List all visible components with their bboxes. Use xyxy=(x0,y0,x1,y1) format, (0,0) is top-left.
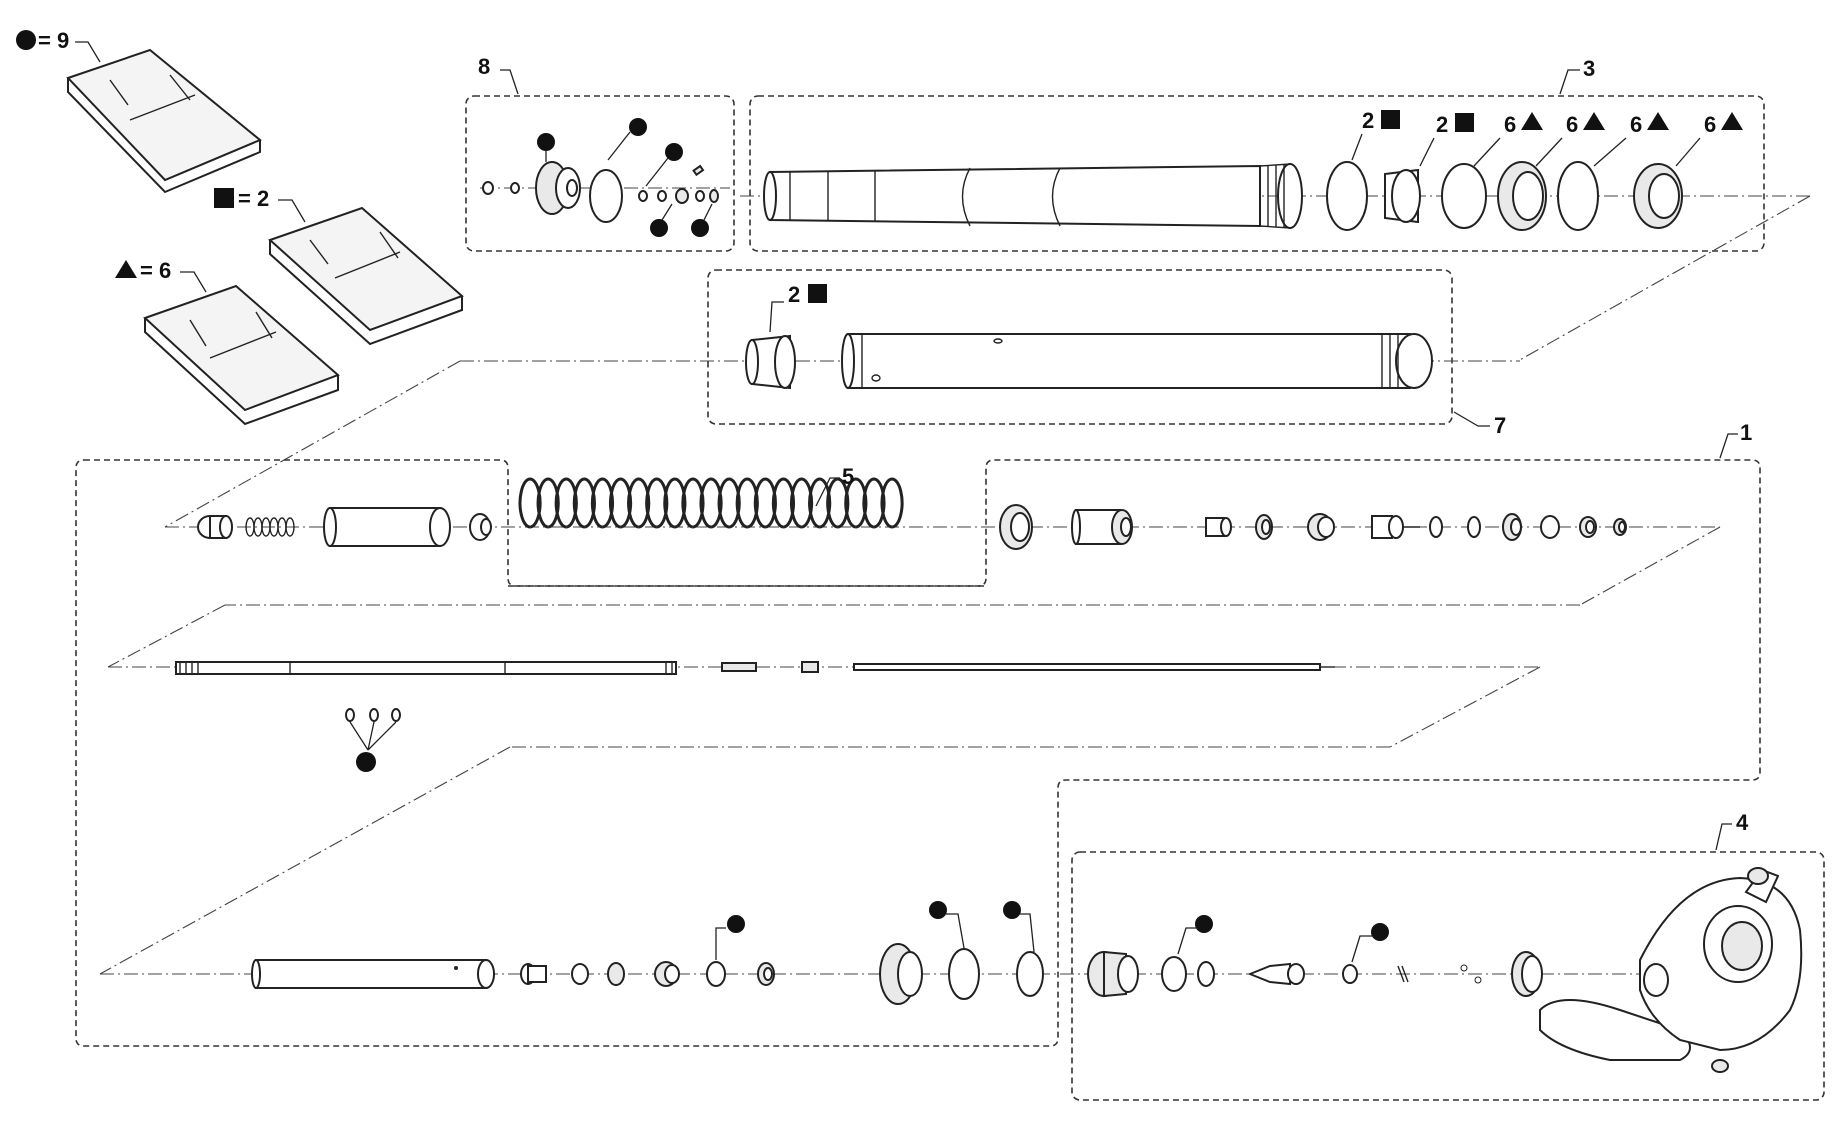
callout-4: 4 xyxy=(1736,810,1749,835)
parts-bag-icon xyxy=(143,284,340,426)
group-1-box xyxy=(75,459,1761,1047)
outer-tube-part xyxy=(763,163,1303,229)
group-8-parts xyxy=(482,118,719,237)
group-4-bullets xyxy=(1177,915,1389,963)
inner-tube-part xyxy=(745,333,1433,390)
callout-2-square: 2 xyxy=(788,282,800,307)
row-1-parts xyxy=(197,507,492,547)
legend-triangle-count: = 6 xyxy=(140,258,171,283)
small-parts-bullet xyxy=(345,708,401,772)
callout-7: 7 xyxy=(1494,413,1506,438)
legend-circle-kit: = 9 xyxy=(16,28,262,194)
callout-1: 1 xyxy=(1740,420,1752,445)
callout-5: 5 xyxy=(842,464,854,489)
legend-square-count: = 2 xyxy=(238,186,269,211)
callout-6-triangle: 6 xyxy=(1566,112,1578,137)
legend-square-kit: = 2 xyxy=(214,186,464,346)
group-7-box xyxy=(707,269,1453,425)
parts-bag-icon xyxy=(268,206,464,346)
group-4-parts xyxy=(1087,950,1543,998)
callout-2-square: 2 xyxy=(1436,112,1448,137)
group-3-rings xyxy=(1326,161,1683,231)
callout-6-triangle: 6 xyxy=(1504,112,1516,137)
legend-circle-count: = 9 xyxy=(38,28,69,53)
main-spring-part xyxy=(518,477,904,529)
parts-bag-icon xyxy=(66,48,262,194)
group-4-box xyxy=(1071,851,1825,1101)
legend-triangle-kit: = 6 xyxy=(115,258,340,426)
group-8-box xyxy=(465,95,735,252)
callout-3: 3 xyxy=(1583,56,1595,81)
lockout-lever-assembly xyxy=(1539,867,1803,1073)
callout-8: 8 xyxy=(478,54,490,79)
callout-2-square: 2 xyxy=(1362,108,1374,133)
row-3-bullets xyxy=(715,901,1035,960)
group-3-box xyxy=(749,95,1765,252)
triangle-symbol-icon xyxy=(115,260,137,278)
callout-6-triangle: 6 xyxy=(1704,112,1716,137)
group-3-callouts: 2 2 6 6 6 6 xyxy=(1351,108,1743,167)
damper-rod-part xyxy=(175,661,1335,675)
square-symbol-icon xyxy=(214,188,234,208)
callout-6-triangle: 6 xyxy=(1630,112,1642,137)
row-3-parts xyxy=(251,943,1044,1005)
circle-symbol-icon xyxy=(16,30,36,50)
row-1-right-parts xyxy=(999,504,1627,550)
